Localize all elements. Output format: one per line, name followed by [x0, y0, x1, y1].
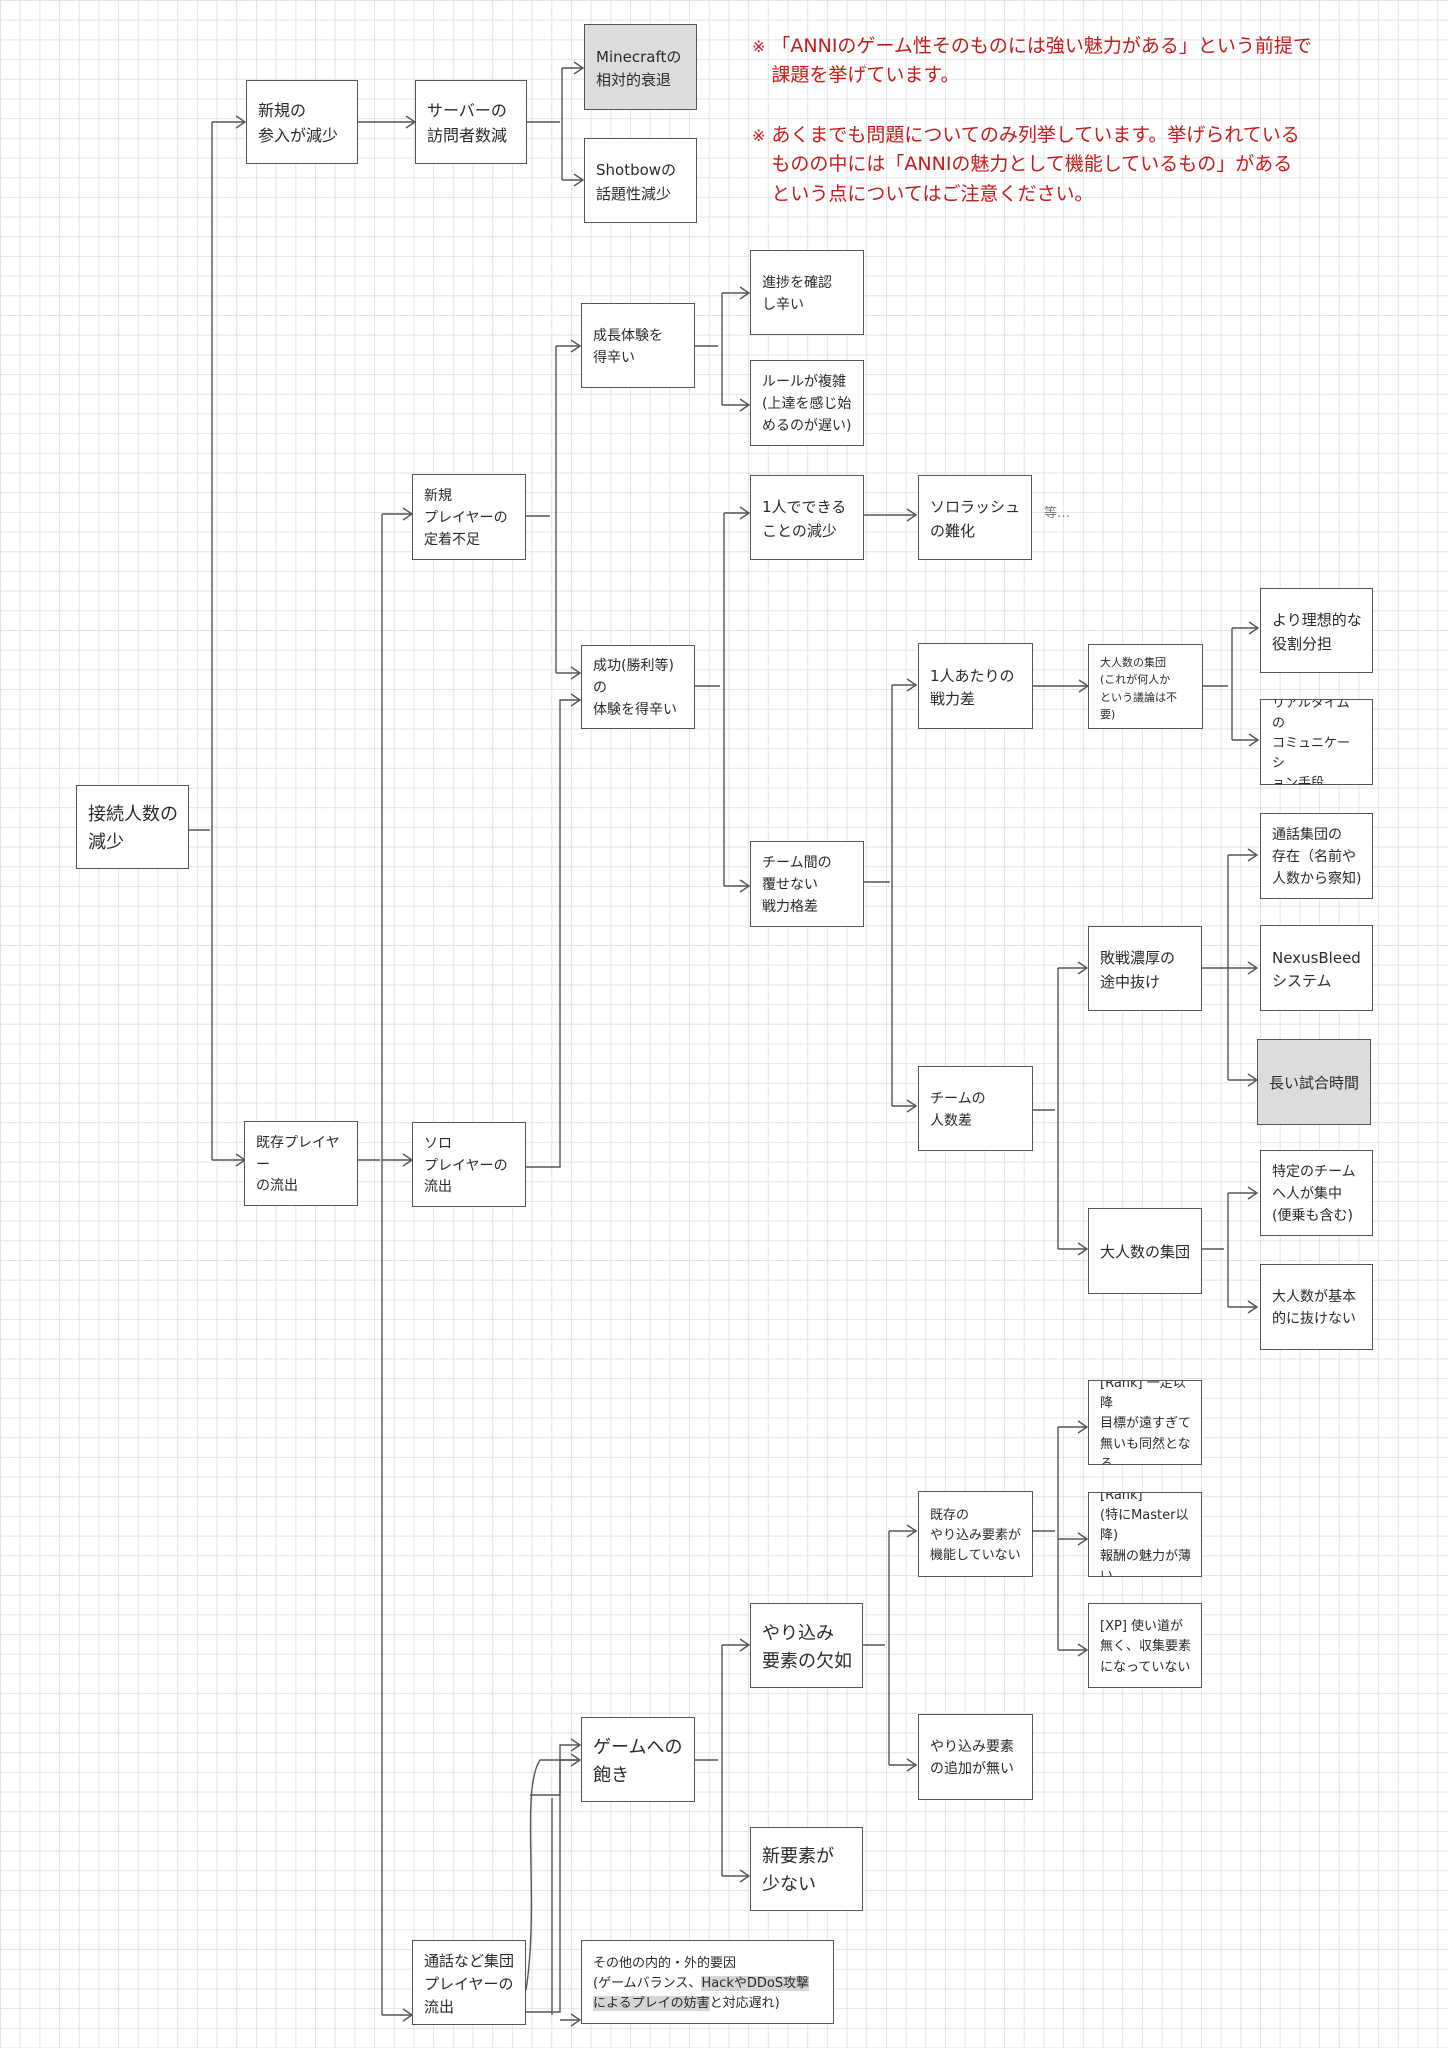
node-new-player-retention: 新規 プレイヤーの 定着不足	[412, 474, 526, 560]
node-role-division: より理想的な 役割分担	[1260, 588, 1373, 673]
node-big-group-a: 大人数の集団 (これが何人か という議論は不要)	[1088, 644, 1203, 729]
node-solo-rush: ソロラッシュ の難化	[918, 475, 1032, 560]
node-grind-lack: やり込み 要素の欠如	[750, 1603, 863, 1688]
node-rank-reward: [Rank] (特にMaster以降) 報酬の魅力が薄い	[1088, 1492, 1202, 1577]
etc-scribble: 等…	[1044, 506, 1071, 521]
node-existing-outflow: 既存プレイヤー の流出	[244, 1121, 358, 1206]
node-grind-not-added: やり込み要素 の追加が無い	[918, 1714, 1033, 1800]
node-specific-team: 特定のチーム へ人が集中 (便乗も含む)	[1260, 1150, 1373, 1236]
note-mark: ※	[752, 126, 766, 145]
node-server-visitors: サーバーの 訪問者数減	[415, 80, 527, 164]
node-team-count-gap: チームの 人数差	[918, 1066, 1033, 1151]
node-shotbow-buzz: Shotbowの 話題性減少	[584, 138, 697, 223]
note-caution: ※ あくまでも問題についてのみ列挙しています。挙げられている ものの中には「AN…	[752, 121, 1422, 209]
other-factors-line2: (ゲームバランス、HackやDDoS攻撃	[593, 1974, 810, 1994]
node-few-new-elements: 新要素が 少ない	[750, 1827, 863, 1911]
node-success-experience: 成功(勝利等)の 体験を得辛い	[581, 645, 695, 729]
node-leave-midgame: 敗戦濃厚の 途中抜け	[1088, 926, 1202, 1011]
note-mark: ※	[752, 37, 766, 56]
node-big-group-stay: 大人数が基本 的に抜けない	[1260, 1264, 1373, 1350]
node-other-factors: その他の内的・外的要因 (ゲームバランス、HackやDDoS攻撃 によるプレイの…	[581, 1940, 834, 2024]
node-rules-complex: ルールが複雑 (上達を感じ始 めるのが遅い)	[750, 360, 864, 446]
other-factors-line3: によるプレイの妨害と対応遅れ)	[593, 1994, 780, 2014]
other-factors-text: (ゲームバランス、	[593, 1975, 702, 1991]
node-voice-group-presence: 通話集団の 存在（名前や 人数から察知)	[1260, 813, 1373, 899]
note-text: 「ANNIのゲーム性そのものには強い魅力がある」という前提で 課題を挙げています…	[771, 35, 1312, 87]
node-per-person-power: 1人あたりの 戦力差	[918, 643, 1033, 729]
node-root: 接続人数の 減少	[76, 785, 189, 869]
node-xp-use: [XP] 使い道が 無く、収集要素 になっていない	[1088, 1603, 1202, 1688]
node-existing-grind: 既存の やり込み要素が 機能していない	[918, 1491, 1033, 1577]
other-factors-highlight: HackやDDoS攻撃	[701, 1975, 810, 1991]
node-group-outflow: 通話など集団 プレイヤーの 流出	[412, 1940, 526, 2025]
other-factors-title: その他の内的・外的要因	[593, 1955, 737, 1971]
node-progress-check: 進捗を確認 し辛い	[750, 250, 864, 335]
node-long-match: 長い試合時間	[1257, 1039, 1371, 1125]
node-game-tired: ゲームへの 飽き	[581, 1717, 695, 1802]
node-realtime-comm: リアルタイムの コミュニケーシ ョン手段	[1260, 699, 1373, 785]
node-growth-experience: 成長体験を 得辛い	[581, 303, 695, 388]
node-team-gap: チーム間の 覆せない 戦力格差	[750, 841, 864, 927]
note-premise: ※ 「ANNIのゲーム性そのものには強い魅力がある」という前提で 課題を挙げてい…	[752, 32, 1422, 91]
node-minecraft-decline: Minecraftの 相対的衰退	[584, 24, 697, 110]
other-factors-highlight: によるプレイの妨害	[593, 1996, 710, 2012]
node-solo-actions: 1人でできる ことの減少	[750, 475, 864, 560]
other-factors-text: と対応遅れ)	[709, 1996, 780, 2012]
note-text: あくまでも問題についてのみ列挙しています。挙げられている ものの中には「ANNI…	[771, 124, 1300, 205]
node-solo-outflow: ソロ プレイヤーの 流出	[412, 1122, 526, 1207]
node-big-group-b: 大人数の集団	[1088, 1208, 1202, 1294]
node-rank-goal: [Rank] 一定以降 目標が遠すぎて 無いも同然となる	[1088, 1380, 1202, 1465]
node-new-join-decrease: 新規の 参入が減少	[246, 80, 358, 164]
node-nexusbleed: NexusBleed システム	[1260, 925, 1373, 1011]
